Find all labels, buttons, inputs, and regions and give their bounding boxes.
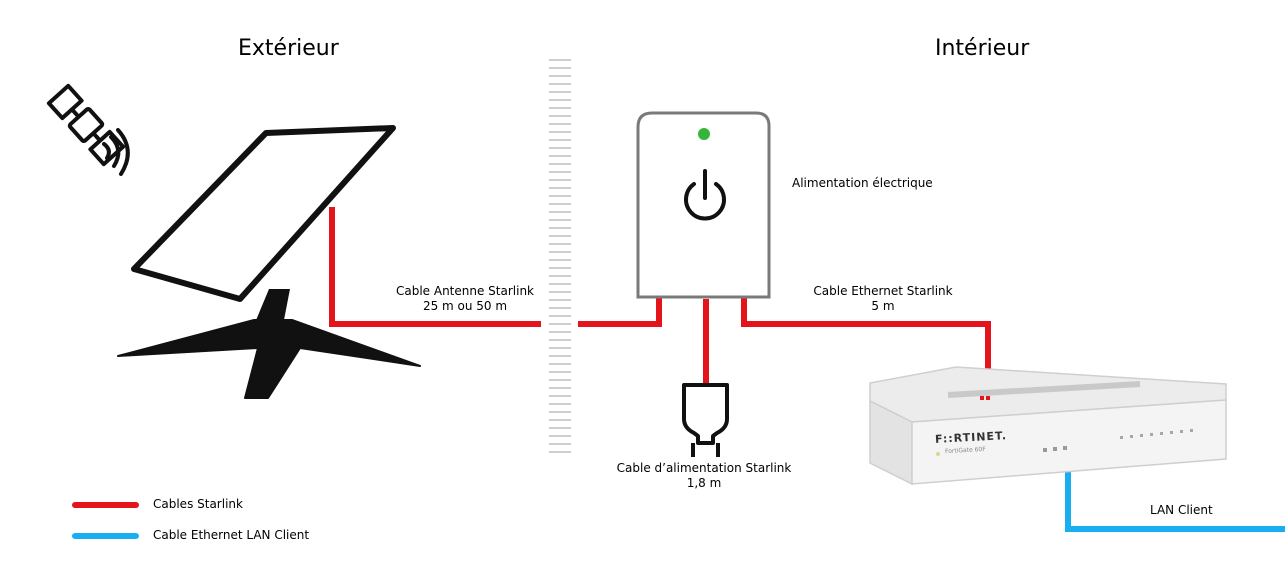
antenna-cable-length: 25 m ou 50 m [422, 299, 508, 313]
ethernet-cable-name: Cable Ethernet Starlink [813, 284, 953, 298]
power-supply-label: Alimentation électrique [792, 176, 933, 190]
heading-inside: Intérieur [935, 36, 1030, 61]
power-cable-label: Cable d’alimentation Starlink 1,8 m [604, 461, 804, 491]
legend-lan-label: Cable Ethernet LAN Client [153, 528, 310, 542]
starlink-cables [329, 207, 991, 384]
router-icon [869, 366, 1227, 486]
power-supply-box [636, 111, 771, 299]
ethernet-cable-label: Cable Ethernet Starlink 5 m [803, 284, 963, 314]
wall-icon [549, 59, 571, 453]
heading-outside: Extérieur [238, 36, 339, 61]
antenna-cable [329, 207, 541, 327]
signal-waves-icon [102, 128, 130, 176]
lan-cable [1065, 470, 1285, 532]
lan-client-label: LAN Client [1150, 503, 1213, 517]
antenna-cable-inside [578, 297, 662, 327]
ethernet-cable-length: 5 m [871, 299, 895, 313]
power-icon [684, 169, 726, 221]
satellite-icon [46, 83, 126, 167]
power-cable-length: 1,8 m [686, 476, 722, 490]
ethernet-cable [741, 298, 991, 372]
starlink-dish-icon [117, 125, 421, 399]
antenna-cable-name: Cable Antenne Starlink [395, 284, 535, 298]
power-cable-name: Cable d’alimentation Starlink [616, 461, 792, 475]
legend-starlink-label: Cables Starlink [153, 497, 243, 511]
antenna-cable-label: Cable Antenne Starlink 25 m ou 50 m [385, 284, 545, 314]
power-led [698, 128, 710, 140]
plug-icon [682, 383, 729, 457]
